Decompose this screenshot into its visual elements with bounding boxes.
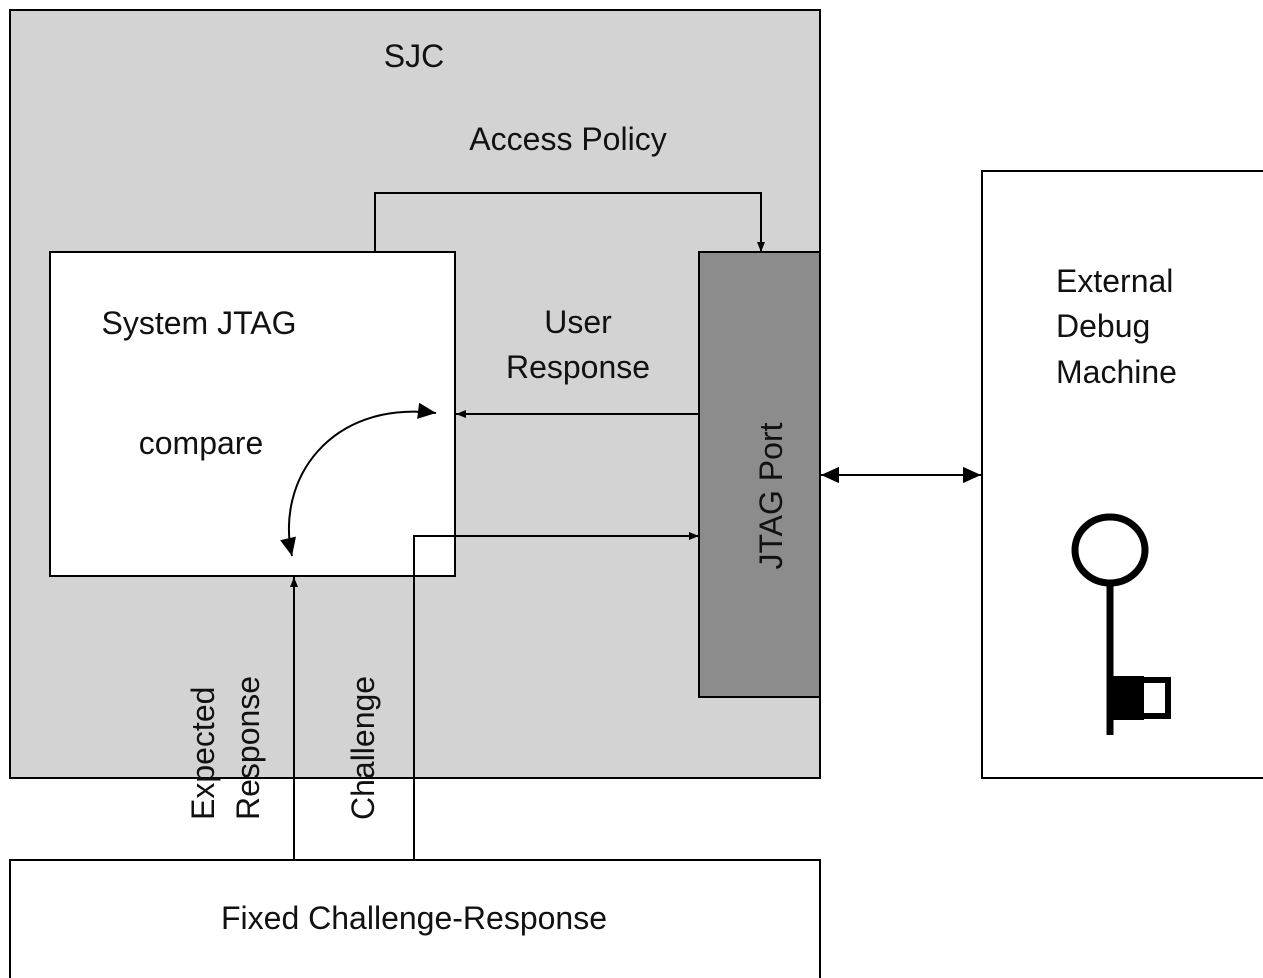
system-jtag-title: System JTAG <box>102 305 297 341</box>
expected-response-label-line2: Response <box>230 676 266 820</box>
access-policy-label: Access Policy <box>469 121 666 157</box>
external-debug-label-line2: Debug <box>1056 308 1150 344</box>
external-debug-machine-box <box>981 170 1263 779</box>
external-debug-label-line3: Machine <box>1056 354 1177 390</box>
fixed-challenge-response-label: Fixed Challenge-Response <box>221 900 607 936</box>
jtag-port-box <box>698 251 821 698</box>
user-response-label-line2: Response <box>506 349 650 385</box>
compare-curved-arrow <box>280 402 437 557</box>
compare-label: compare <box>139 425 264 461</box>
access-policy-arrow <box>374 192 765 252</box>
jtag-port-label: JTAG Port <box>753 422 789 569</box>
challenge-label: Challenge <box>345 676 381 820</box>
sjc-title: SJC <box>384 38 444 74</box>
key-icon <box>1071 513 1171 735</box>
user-response-label-line1: User <box>544 304 612 340</box>
fixed-challenge-response-box <box>9 859 821 978</box>
expected-response-label-line1: Expected <box>185 687 221 820</box>
system-jtag-box <box>49 251 456 577</box>
external-debug-label-line1: External <box>1056 263 1173 299</box>
